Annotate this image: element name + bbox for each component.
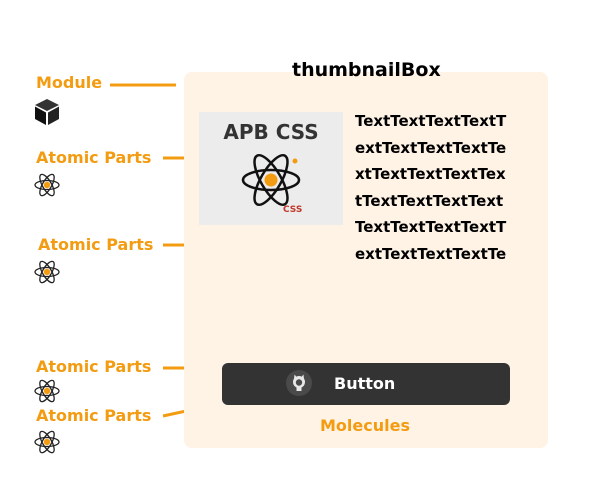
text-line: xtTextTextTextTex: [355, 165, 506, 183]
atom-logo-icon: [239, 148, 303, 216]
text-line: extTextTextTextTe: [355, 138, 507, 157]
text-line: tTextTextTextText: [355, 191, 504, 210]
atom-icon: [33, 171, 61, 203]
cube-icon: [34, 98, 60, 130]
atomic-parts-label-4: Atomic Parts: [36, 406, 152, 425]
text-line: TextTextTextTextT: [355, 218, 507, 236]
thumbnail-title: APB CSS: [223, 120, 319, 144]
css-sub-label: CSS: [283, 205, 303, 215]
atomic-parts-label-1: Atomic Parts: [36, 148, 152, 167]
text-line: TextTextTextTextT: [355, 112, 507, 130]
text-line: extTextTextTextTe: [355, 244, 507, 263]
button-label: Button: [334, 374, 396, 393]
button[interactable]: Button: [222, 363, 510, 405]
atom-icon: [33, 377, 61, 409]
thumbnail-image: APB CSS CSS: [199, 112, 343, 225]
atomic-parts-label-3: Atomic Parts: [36, 357, 152, 376]
box-title: thumbnailBox: [292, 59, 441, 81]
module-label: Module: [36, 73, 103, 92]
atom-icon: [33, 428, 61, 460]
text-block: TextTextTextTextT extTextTextTextTe xtTe…: [355, 108, 535, 267]
atom-icon: [33, 258, 61, 290]
github-icon: [286, 370, 312, 396]
molecules-label: Molecules: [320, 416, 410, 435]
atomic-parts-label-2: Atomic Parts: [38, 235, 154, 254]
